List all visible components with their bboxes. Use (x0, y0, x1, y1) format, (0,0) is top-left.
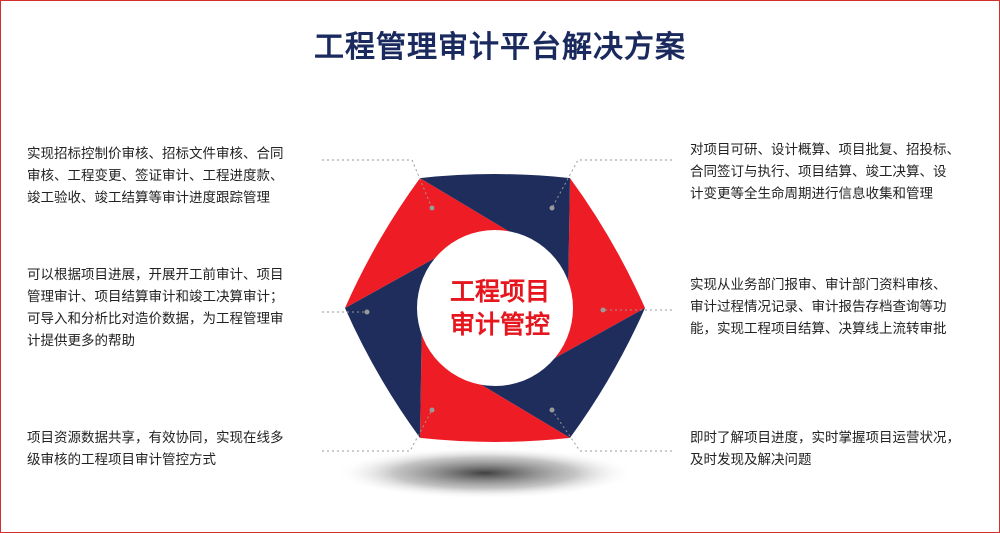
note-right-bottom: 即时了解项目进度，实时掌握项目运营状况， 及时发现及解决问题 (690, 427, 960, 471)
connector-left-top (322, 159, 433, 209)
connector-right-top (551, 159, 672, 209)
note-line: 可以根据项目进展，开展开工前审计、项目 (27, 267, 284, 283)
note-line: 项目资源数据共享，有效协同，实现在线多 (27, 430, 284, 446)
connector-left-top-dot (429, 205, 435, 211)
note-line: 审计过程情况记录、审计报告存档查询等功 (690, 299, 947, 315)
connector-left-bottom-dot (429, 407, 435, 413)
note-line: 即时了解项目进度，实时掌握项目运营状况， (690, 430, 960, 446)
connector-right-bottom (551, 409, 672, 452)
center-label-line2: 审计管控 (449, 310, 550, 339)
note-line: 对项目可研、设计概算、项目批复、招投标、 (690, 142, 960, 158)
note-line: 审核、工程变更、签证审计、工程进度款、 (27, 168, 284, 184)
note-left-bottom: 项目资源数据共享，有效协同，实现在线多 级审核的工程项目审计管控方式 (27, 427, 284, 471)
connectors (322, 159, 672, 452)
note-line: 及时发现及解决问题 (690, 452, 812, 468)
note-right-top: 对项目可研、设计概算、项目批复、招投标、 合同签订与执行、项目结算、竣工决算、设… (690, 139, 960, 205)
note-line: 管理审计、项目结算审计和竣工决算审计； (27, 289, 284, 305)
note-line: 计变更等全生命周期进行信息收集和管理 (690, 186, 933, 202)
page-title: 工程管理审计平台解决方案 (314, 30, 686, 65)
connector-right-top-dot (549, 205, 555, 211)
center-label-line1: 工程项目 (449, 277, 550, 306)
note-line: 实现从业务部门报审、审计部门资料审核、 (690, 277, 947, 293)
center-label: 工程项目 审计管控 (420, 275, 580, 341)
ring-center (417, 230, 573, 386)
note-line: 计提供更多的帮助 (27, 333, 135, 349)
connector-right-mid-dot (600, 307, 606, 313)
note-line: 可导入和分析比对造价数据，为工程管理审 (27, 311, 284, 327)
diagram-shadow (335, 447, 635, 499)
note-line: 合同签订与执行、项目结算、竣工决算、设 (690, 164, 947, 180)
note-line: 级审核的工程项目审计管控方式 (27, 452, 216, 468)
twisted-hexagon-ring (345, 174, 645, 442)
note-left-top: 实现招标控制价审核、招标文件审核、合同 审核、工程变更、签证审计、工程进度款、 … (27, 143, 284, 209)
note-line: 竣工验收、竣工结算等审计进度跟踪管理 (27, 190, 270, 206)
note-line: 能，实现工程项目结算、决算线上流转审批 (690, 321, 947, 337)
connector-right-bottom-dot (549, 407, 555, 413)
note-right-mid: 实现从业务部门报审、审计部门资料审核、 审计过程情况记录、审计报告存档查询等功 … (690, 274, 947, 340)
connector-left-mid-dot (364, 309, 370, 315)
note-line: 实现招标控制价审核、招标文件审核、合同 (27, 146, 284, 162)
note-left-mid: 可以根据项目进展，开展开工前审计、项目 管理审计、项目结算审计和竣工决算审计； … (27, 264, 284, 352)
